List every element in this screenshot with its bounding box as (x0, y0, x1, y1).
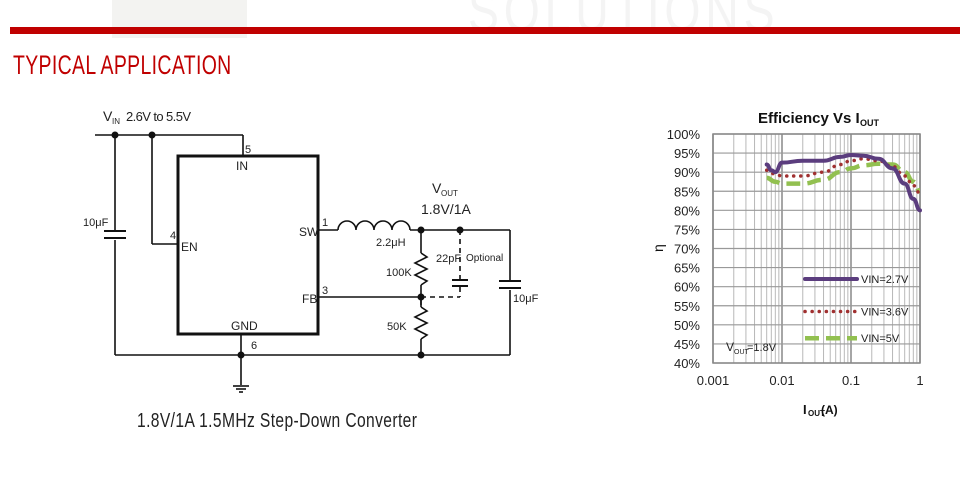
x-axis-label: I (803, 402, 807, 417)
series-layer (764, 152, 922, 213)
ff-cap-value: 22pF (436, 253, 461, 265)
chart-title: Efficiency Vs I (758, 110, 860, 127)
pin-sw-name: SW (299, 225, 319, 239)
pin-fb-name: FB (302, 292, 317, 306)
x-tick-label: 0.1 (842, 373, 860, 388)
legend-label: VIN=3.6V (861, 306, 909, 318)
vout-value: 1.8V/1A (421, 201, 471, 217)
series-line-vin-5v (766, 161, 921, 194)
y-tick-label: 95% (674, 146, 700, 161)
r-top-value: 100K (386, 267, 412, 279)
vin-range: 2.6V to 5.5V (126, 109, 191, 124)
y-tick-label: 60% (674, 280, 700, 295)
inductor-value: 2.2μH (376, 237, 406, 249)
legend-label: VIN=2.7V (861, 274, 909, 286)
x-axis-unit: (A) (821, 403, 838, 417)
junction-dot (417, 226, 425, 234)
pin-fb-number: 3 (322, 285, 328, 297)
y-tick-label: 65% (674, 261, 700, 276)
pin-in-name: IN (236, 159, 248, 173)
junction-dot (111, 131, 119, 139)
x-tick-label: 0.001 (697, 373, 730, 388)
y-tick-label: 80% (674, 203, 700, 218)
plot-frame (712, 133, 921, 364)
y-tick-label: 70% (674, 242, 700, 257)
junction-dot (417, 351, 425, 359)
x-tick-labels: 0.001 0.01 0.1 1 (697, 373, 924, 388)
vin-label-sub: IN (112, 117, 120, 126)
inductor-symbol (337, 220, 411, 231)
resistor-100k-symbol (413, 252, 429, 286)
resistor-50k-symbol (413, 306, 429, 340)
junction-dot (148, 131, 156, 139)
annotation-vout-sub: OUT (734, 349, 750, 356)
y-tick-label: 85% (674, 184, 700, 199)
r-bottom-value: 50K (387, 321, 407, 333)
x-tick-label: 1 (916, 373, 923, 388)
ground-icon (233, 385, 249, 393)
legend-label: VIN=5V (861, 333, 900, 345)
vin-label: V (103, 108, 113, 124)
junction-dot (417, 293, 425, 301)
y-tick-label: 90% (674, 165, 700, 180)
section-title: TYPICAL APPLICATION (13, 50, 232, 80)
pin-en-name: EN (181, 240, 198, 254)
cin-value: 10μF (83, 217, 109, 229)
pin-gnd-number: 6 (251, 340, 257, 352)
y-tick-label: 75% (674, 222, 700, 237)
x-tick-label: 0.01 (769, 373, 794, 388)
annotation-vout-value: =1.8V (747, 342, 777, 354)
header-accent-bar (10, 27, 960, 34)
y-axis-label: η (650, 244, 666, 252)
ic-package (176, 154, 320, 336)
chart-title-sub: OUT (860, 118, 880, 128)
y-tick-label: 45% (674, 337, 700, 352)
y-tick-label: 55% (674, 299, 700, 314)
x-axis-label-sub: OUT (808, 409, 825, 418)
pin-sw-number: 1 (322, 217, 328, 229)
cout-value: 10μF (513, 293, 539, 305)
series-line-vin-3-6v (764, 157, 922, 195)
vout-label-sub: OUT (441, 189, 458, 198)
annotation-vout: V (726, 340, 734, 354)
schematic-caption: 1.8V/1A 1.5MHz Step-Down Converter (137, 410, 418, 432)
junction-dot (237, 351, 245, 359)
y-tick-labels: 40% 45% 50% 55% 60% 65% 70% 75% 80% 85% 90% 95% 100% (667, 127, 701, 371)
pin-en-number: 4 (170, 230, 176, 242)
y-tick-label: 40% (674, 356, 700, 371)
junction-dot (456, 226, 464, 234)
legend: VIN=2.7V VIN=3.6V VIN=5V (803, 274, 909, 345)
series-line-vin-2-7v (764, 152, 922, 213)
watermark-text: SOLUTIONS (468, 0, 780, 44)
y-tick-label: 100% (667, 127, 701, 142)
pin-gnd-name: GND (231, 319, 258, 333)
ff-cap-note: Optional (466, 253, 503, 264)
vout-label: V (432, 180, 442, 196)
y-tick-label: 50% (674, 318, 700, 333)
pin-in-number: 5 (245, 144, 251, 156)
